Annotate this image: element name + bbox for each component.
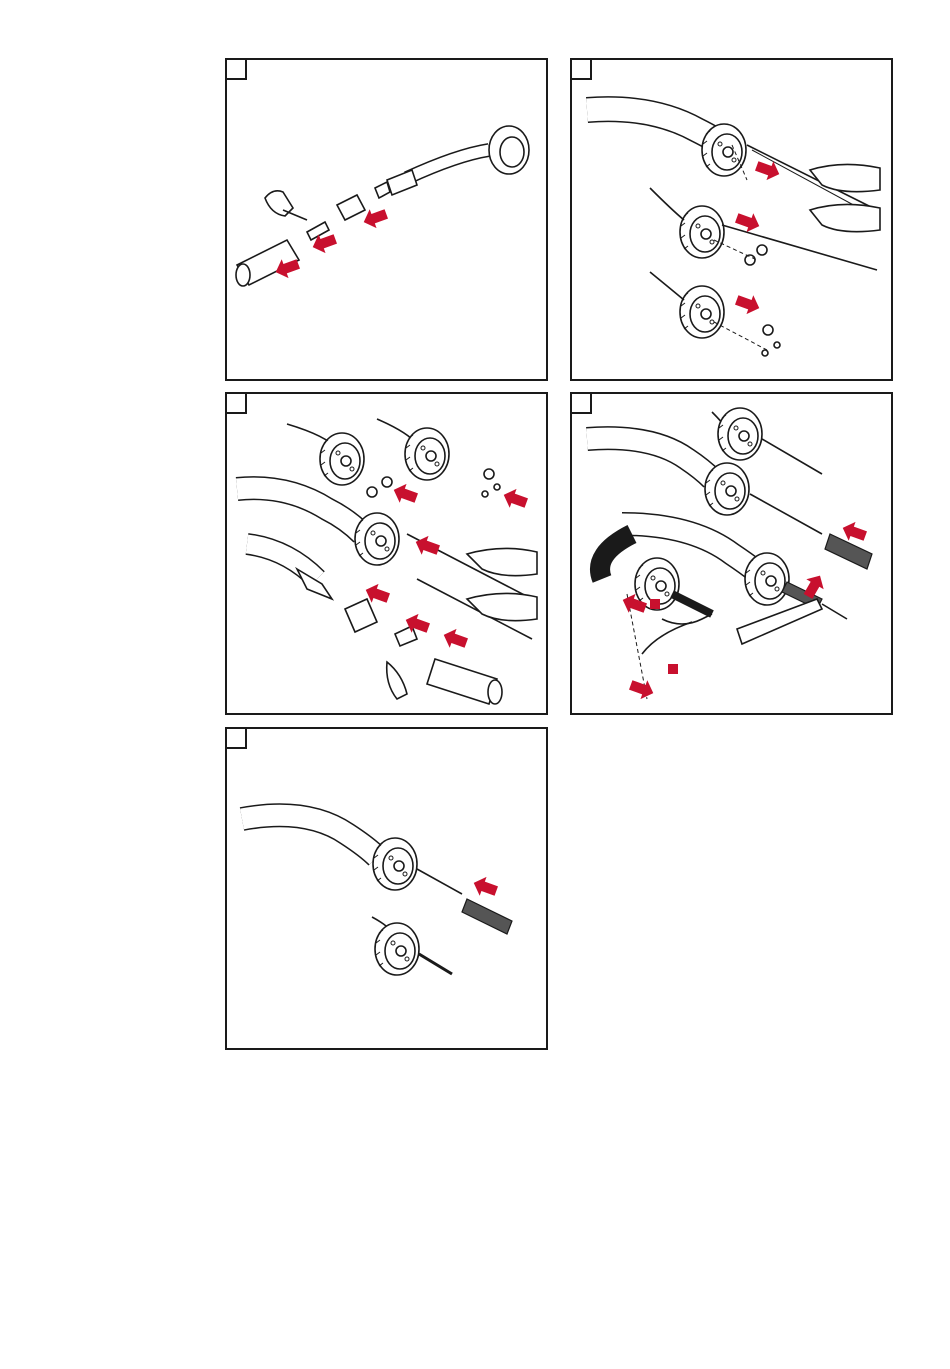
arrow-icon	[390, 480, 419, 507]
disassemble-torch-neck-illustration	[227, 60, 546, 379]
liner-icon	[417, 869, 462, 894]
o-ring-icon	[482, 491, 488, 497]
hand-icon	[467, 593, 537, 620]
hand-icon	[810, 204, 880, 231]
gas-nozzle-icon	[345, 599, 377, 632]
hand-icon	[467, 548, 537, 575]
torch-neck-icon	[355, 513, 399, 565]
torch-neck-icon	[680, 286, 724, 338]
cut-liner-illustration	[572, 394, 891, 713]
side-cutter-icon	[662, 614, 712, 624]
remove-liner-illustration	[572, 60, 891, 379]
liner-icon	[750, 494, 822, 534]
contact-tip-icon	[307, 195, 365, 240]
torch-neck-icon	[373, 838, 417, 890]
arrow-icon	[440, 625, 469, 652]
o-ring-icon	[762, 350, 768, 356]
step-panel-5	[225, 727, 548, 1050]
arrow-icon	[500, 485, 529, 512]
torch-neck-icon	[375, 923, 419, 975]
torch-neck-icon	[745, 553, 789, 605]
reassemble-illustration	[227, 729, 546, 1048]
arrow-icon	[412, 532, 441, 559]
arrow-icon	[627, 675, 656, 702]
arrow-icon	[733, 208, 762, 235]
liner-icon	[419, 954, 452, 974]
gas-nozzle-icon	[427, 659, 497, 704]
o-ring-icon	[745, 255, 755, 265]
torch-neck-icon	[680, 206, 724, 258]
hand-icon	[265, 191, 307, 220]
o-ring-icon	[382, 477, 392, 487]
o-ring-icon	[484, 469, 494, 479]
torch-neck-icon	[375, 126, 529, 198]
o-ring-icon	[494, 484, 500, 490]
step-panel-2	[570, 58, 893, 381]
o-ring-icon	[757, 245, 767, 255]
knife-icon	[737, 599, 822, 644]
torch-neck-icon	[718, 408, 762, 460]
torch-neck-icon	[320, 433, 364, 485]
arrow-icon	[733, 290, 762, 317]
insert-liner-illustration	[227, 394, 546, 713]
contact-tip-icon	[395, 626, 417, 646]
o-ring-icon	[367, 487, 377, 497]
hand-icon	[387, 662, 407, 699]
o-ring-icon	[774, 342, 780, 348]
liner-icon	[762, 439, 822, 474]
step-panel-4	[570, 392, 893, 715]
step-panel-1	[225, 58, 548, 381]
torch-neck-icon	[405, 428, 449, 480]
o-ring-icon	[763, 325, 773, 335]
arrow-icon	[470, 873, 499, 900]
torch-neck-icon	[705, 463, 749, 515]
torch-neck-icon	[702, 124, 746, 176]
step-panel-3	[225, 392, 548, 715]
liner-icon	[462, 899, 512, 934]
